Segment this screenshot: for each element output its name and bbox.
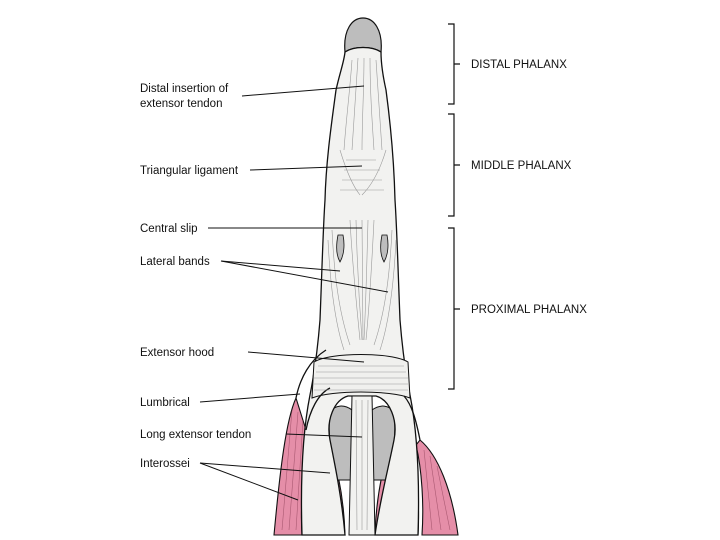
label-triangular-ligament: Triangular ligament (140, 165, 239, 177)
region-label-distal: DISTAL PHALANX (471, 59, 567, 71)
distal-phalanx-bracket (448, 23, 460, 105)
region-label-middle: MIDDLE PHALANX (471, 160, 572, 172)
pip-joint-right-window (380, 234, 389, 263)
leader-interossei-b (199, 462, 299, 501)
leader-lumbrical (199, 393, 301, 403)
label-central-slip: Central slip (140, 223, 198, 235)
structure-labels: Distal insertion of extensor tendon Tria… (140, 83, 251, 470)
leader-triangular-ligament (249, 165, 363, 171)
label-distal-insertion-line1: Distal insertion of (140, 83, 229, 95)
label-interossei: Interossei (140, 458, 190, 470)
label-distal-insertion-line2: extensor tendon (140, 98, 222, 110)
tendon-fibers (314, 57, 408, 531)
middle-phalanx-bracket (448, 113, 460, 217)
extensor-hood-shape (311, 354, 411, 399)
leader-extensor-hood (247, 351, 365, 363)
right-interosseous-muscle (415, 439, 459, 536)
leader-long-extensor-tendon (285, 433, 363, 438)
label-lateral-bands: Lateral bands (140, 256, 210, 268)
leader-lines (199, 85, 389, 501)
leader-interossei-a (199, 462, 331, 474)
region-label-proximal: PROXIMAL PHALANX (471, 304, 587, 316)
proximal-phalanx-bracket (448, 227, 460, 390)
leader-distal-insertion (241, 85, 365, 97)
pip-joint-left-window (336, 234, 345, 263)
finger-extensor-outline (300, 46, 420, 536)
label-long-extensor-tendon: Long extensor tendon (140, 429, 251, 441)
leader-lateral-bands-b (220, 260, 389, 293)
label-extensor-hood: Extensor hood (140, 347, 214, 359)
region-labels: DISTAL PHALANX MIDDLE PHALANX PROXIMAL P… (471, 59, 587, 316)
region-brackets (448, 23, 460, 390)
label-lumbrical: Lumbrical (140, 397, 190, 409)
leader-lateral-bands-a (220, 260, 341, 272)
